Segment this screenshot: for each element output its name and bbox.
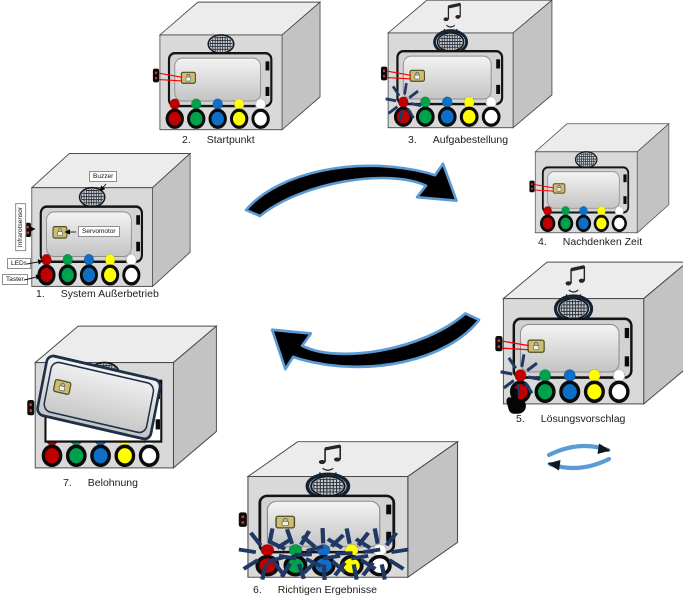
cycle-arrow-bottom-icon — [270, 312, 481, 371]
state-number: 6. — [253, 584, 262, 596]
state-name: Richtigen Ergebnisse — [277, 584, 377, 596]
infrared-sensor-icon — [27, 400, 35, 416]
state-number: 7. — [63, 477, 72, 489]
state-name: Startpunkt — [206, 134, 255, 146]
servo-lock-icon — [527, 339, 545, 353]
buzzer-speaker-icon — [437, 33, 464, 51]
state-name: Aufgabestellung — [432, 134, 509, 146]
annotation-arrows — [23, 183, 107, 281]
state-label-4: 4. Nachdenken Zeit — [538, 236, 642, 248]
infrared-sensor-icon — [380, 66, 388, 81]
state-label-1: 1. System Außerbetrieb — [36, 288, 159, 300]
state-label-5: 5. Lösungsvorschlag — [516, 413, 625, 425]
state-number: 3. — [408, 134, 417, 146]
state-name: Belohnung — [87, 477, 138, 489]
servo-lock-icon — [409, 69, 426, 82]
infrared-sensor-icon — [495, 336, 503, 352]
state-number: 1. — [36, 288, 45, 300]
machine-state-3-aufgabestellung — [380, 0, 553, 129]
state-label-6: 6. Richtigen Ergebnisse — [253, 584, 377, 596]
servomotor-label: Servomotor — [78, 226, 120, 238]
servo-lock-icon — [552, 183, 566, 194]
state-number: 4. — [538, 236, 547, 248]
buzzer-speaker-icon — [208, 35, 234, 53]
state-name: Lösungsvorschlag — [540, 413, 626, 425]
infrared-sensor-icon — [529, 180, 535, 193]
state-name: Nachdenken Zeit — [562, 236, 643, 248]
machine-state-5-loesungsvorschlag — [495, 261, 683, 414]
infrared-sensor-icon — [238, 512, 247, 527]
state-label-3: 3. Aufgabestellung — [408, 134, 508, 146]
buzzer-speaker-icon — [558, 299, 588, 319]
machine-state-4-nachdenken-zeit — [529, 123, 670, 234]
machine-state-2-startpunkt — [152, 1, 321, 131]
cycle-arrow-top-icon — [244, 162, 458, 218]
buzzer-speaker-icon — [311, 477, 346, 496]
state-number: 2. — [182, 134, 191, 146]
buzzer-speaker-icon — [575, 152, 597, 168]
state-name: System Außerbetrieb — [60, 288, 159, 300]
repeat-cycle-icon — [546, 443, 612, 471]
machine-state-7-belohnung — [27, 325, 217, 469]
servo-lock-icon — [180, 71, 196, 84]
infrared-sensor-icon — [152, 68, 160, 83]
state-label-2: 2. Startpunkt — [182, 134, 255, 146]
servo-lock-icon — [275, 515, 296, 529]
buzzer-label: Buzzer — [89, 171, 118, 183]
state-label-7: 7. Belohnung — [63, 477, 138, 489]
state-number: 5. — [516, 413, 525, 425]
machine-state-6-richtigen-ergebnisse — [235, 441, 459, 585]
